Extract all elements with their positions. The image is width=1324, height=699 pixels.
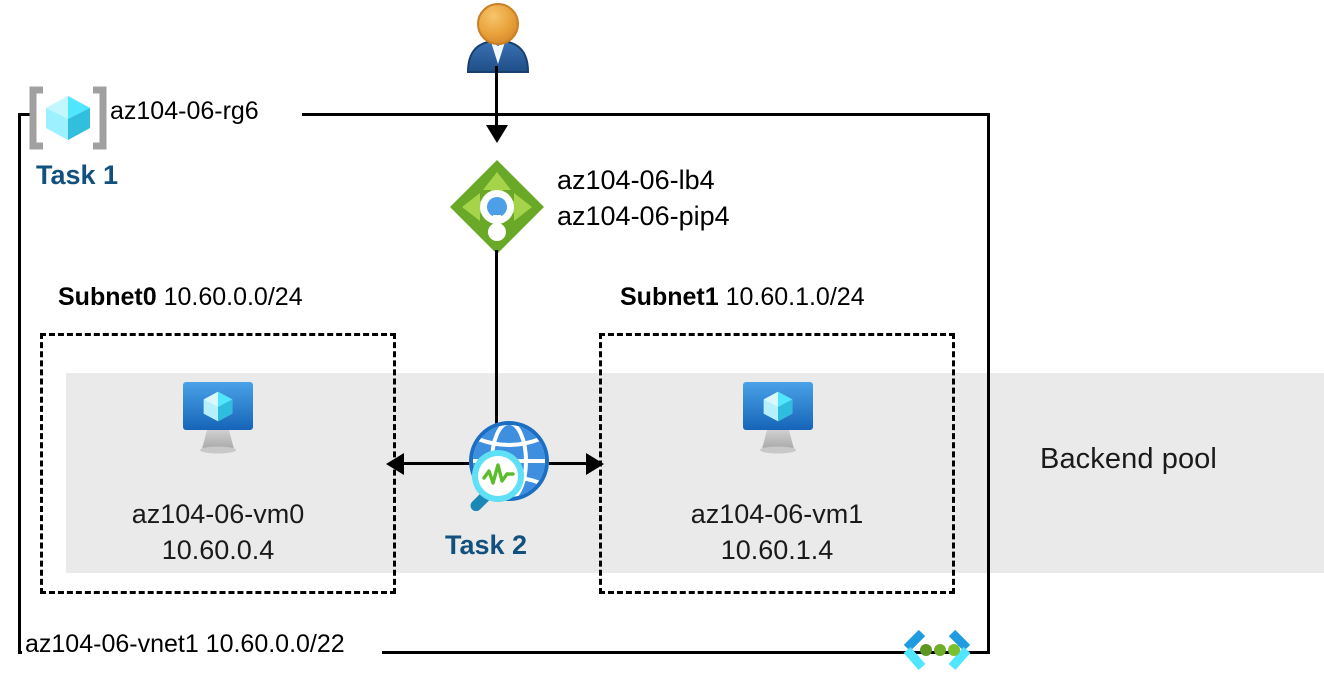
resource-group-boundary [18, 113, 990, 654]
task-1-label: Task 1 [36, 160, 119, 190]
load-balancer-name: az104-06-lb4 [557, 165, 715, 195]
load-balancer-icon [447, 157, 547, 257]
arrowhead-down-icon [486, 125, 508, 143]
vm1-name: az104-06-vm1 [690, 499, 864, 529]
resource-group-label-gap [30, 108, 302, 118]
resource-group-icon [27, 86, 109, 150]
task-2-label: Task 2 [445, 530, 528, 560]
user-to-loadbalancer-line [495, 66, 498, 138]
vm0-name: az104-06-vm0 [131, 499, 305, 529]
user-icon [462, 2, 534, 74]
arrowhead-right-icon [586, 453, 604, 475]
subnet0-cidr: 10.60.0.0/24 [163, 283, 303, 311]
vm1-ip: 10.60.1.4 [720, 534, 834, 565]
subnet1-name: Subnet1 [620, 283, 719, 311]
subnet1-cidr: 10.60.1.0/24 [725, 283, 865, 311]
vm1-labels: az104-06-vm1 10.60.1.4 [637, 497, 917, 568]
resource-group-name: az104-06-rg6 [110, 97, 259, 125]
backend-pool-label: Backend pool [1040, 443, 1217, 475]
virtual-network-icon [896, 628, 978, 672]
load-balancer-labels: az104-06-lb4 az104-06-pip4 [557, 163, 730, 234]
vnet-label: az104-06-vnet1 10.60.0.0/22 [25, 630, 345, 658]
subnet1-title: Subnet1 10.60.1.0/24 [620, 283, 865, 312]
loadbalancer-to-networkwatcher-line [495, 250, 498, 440]
vm0-ip: 10.60.0.4 [161, 534, 275, 565]
arrowhead-left-icon [386, 453, 404, 475]
virtual-machine-icon-vm1 [737, 378, 819, 454]
backend-pool-band [66, 373, 1324, 573]
network-watcher-icon [455, 415, 560, 520]
subnet0-title: Subnet0 10.60.0.0/24 [58, 283, 303, 312]
public-ip-name: az104-06-pip4 [557, 200, 730, 231]
vm0-labels: az104-06-vm0 10.60.0.4 [78, 497, 358, 568]
subnet0-name: Subnet0 [58, 283, 157, 311]
vnet-label-gap [22, 648, 382, 657]
virtual-machine-icon-vm0 [177, 378, 259, 454]
